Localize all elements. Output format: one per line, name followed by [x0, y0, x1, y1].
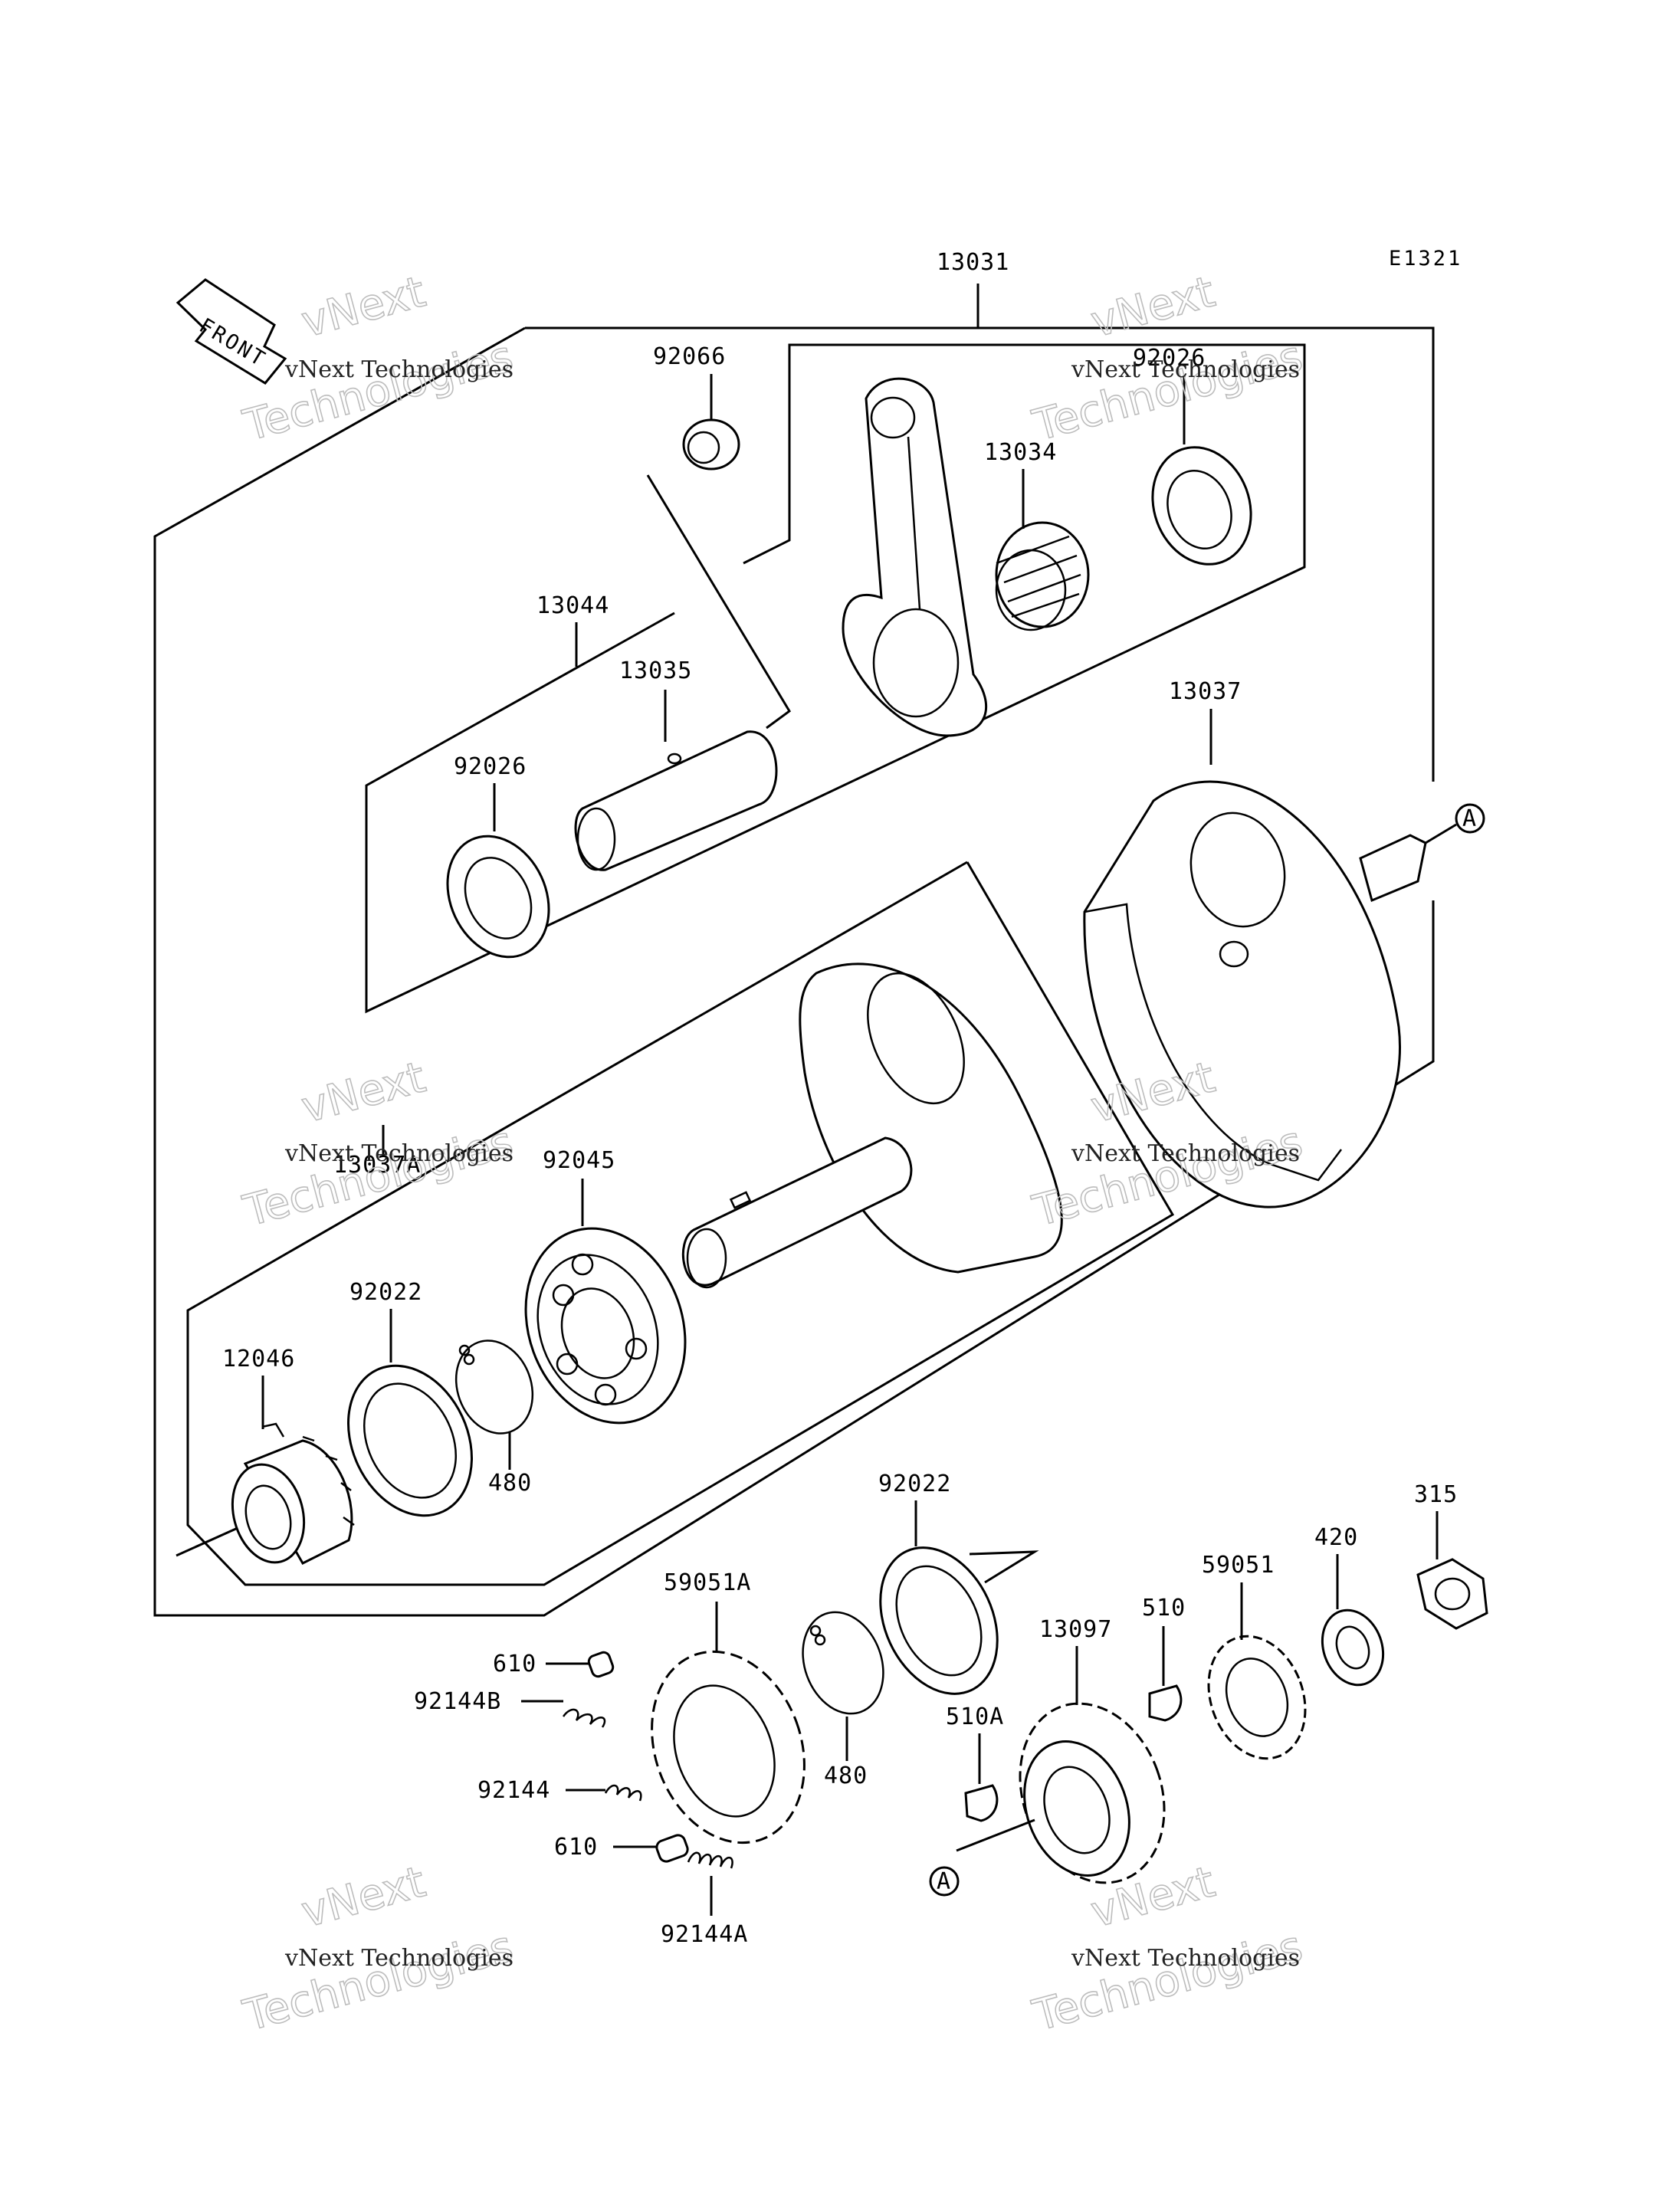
- label-92026-left: 92026: [454, 753, 527, 780]
- outline-13031: [153, 284, 1435, 1617]
- label-13034: 13034: [984, 439, 1057, 466]
- label-610-a: 610: [493, 1651, 536, 1677]
- label-92022-a: 92022: [349, 1279, 422, 1306]
- label-92022-b: 92022: [878, 1471, 951, 1497]
- svg-text:A: A: [937, 1868, 951, 1895]
- part-labels: 13031 92066 92026 13034 13044 13035 9202…: [222, 249, 1458, 1948]
- leader-lines: [261, 374, 1439, 1916]
- part-92066-bushing: [682, 418, 740, 471]
- svg-text:Technologies: Technologies: [238, 1117, 518, 1237]
- label-510A: 510A: [946, 1703, 1004, 1730]
- label-13037: 13037: [1169, 678, 1242, 705]
- part-13097-gear: [1019, 1702, 1166, 1884]
- part-connecting-rod: [842, 377, 988, 737]
- part-59051A-gear: [651, 1650, 806, 1844]
- part-315-nut: [1416, 1558, 1488, 1630]
- part-610-pin-a: [587, 1651, 615, 1678]
- part-92144B-spring: [562, 1708, 606, 1728]
- label-13044: 13044: [536, 592, 609, 619]
- label-12046: 12046: [222, 1346, 295, 1372]
- watermark-top-right: vNext Technologies vNext Technologies: [1027, 267, 1308, 452]
- watermark-mid-left: vNext Technologies vNext Technologies: [238, 1052, 519, 1238]
- ref-mark-a-bottom: A: [929, 1818, 1035, 1897]
- part-12046-sprocket: [231, 1422, 355, 1565]
- part-92144-spring: [604, 1784, 642, 1802]
- ref-mark-a-top: A: [1425, 803, 1485, 844]
- part-13037A-crank-web-left: [681, 962, 1063, 1289]
- svg-text:Technologies: Technologies: [238, 332, 518, 451]
- part-13037-crank-web-right: [1083, 780, 1427, 1208]
- outline-13044: [365, 343, 1306, 1014]
- svg-text:vNext Technologies: vNext Technologies: [1071, 1140, 1300, 1167]
- part-510-key: [1148, 1684, 1183, 1722]
- label-420: 420: [1314, 1524, 1358, 1551]
- label-92045: 92045: [543, 1147, 615, 1174]
- svg-text:vNext Technologies: vNext Technologies: [284, 1140, 514, 1167]
- part-13034-needle-bearing: [995, 521, 1090, 631]
- part-610-pin-b: [655, 1834, 689, 1863]
- label-13037A: 13037A: [333, 1152, 421, 1179]
- front-arrow-icon: FRONT: [176, 278, 287, 385]
- part-13035-crank-pin: [574, 730, 778, 871]
- svg-text:vNext: vNext: [1086, 267, 1220, 347]
- part-92045-ball-bearing: [524, 1227, 687, 1425]
- label-92144: 92144: [477, 1777, 550, 1804]
- svg-text:vNext Technologies: vNext Technologies: [1071, 1945, 1300, 1972]
- label-13035: 13035: [619, 657, 692, 684]
- watermark-bottom-left: vNext Technologies vNext Technologies: [238, 1857, 519, 2042]
- svg-text:vNext: vNext: [297, 1052, 431, 1133]
- svg-text:Technologies: Technologies: [1028, 1922, 1308, 2041]
- part-92026-washer-top: [1151, 446, 1252, 566]
- label-59051: 59051: [1202, 1552, 1275, 1579]
- label-13031: 13031: [937, 249, 1009, 276]
- part-510A-key: [964, 1784, 999, 1822]
- label-92066: 92066: [653, 343, 726, 370]
- svg-text:vNext Technologies: vNext Technologies: [1071, 356, 1300, 383]
- label-315: 315: [1414, 1481, 1458, 1508]
- label-480-a: 480: [488, 1470, 532, 1497]
- label-92026-top: 92026: [1133, 345, 1206, 372]
- svg-text:Technologies: Technologies: [238, 1922, 518, 2041]
- svg-text:vNext: vNext: [297, 267, 431, 347]
- label-480-b: 480: [824, 1763, 868, 1789]
- label-59051A: 59051A: [664, 1569, 751, 1596]
- part-92022-washer-b: [879, 1546, 1039, 1695]
- svg-text:vNext Technologies: vNext Technologies: [284, 1945, 514, 1972]
- label-13097: 13097: [1039, 1616, 1112, 1643]
- part-420-washer: [1321, 1608, 1385, 1687]
- label-92144B: 92144B: [414, 1688, 501, 1715]
- label-610-b: 610: [554, 1834, 598, 1861]
- svg-text:A: A: [1462, 805, 1477, 832]
- svg-text:vNext: vNext: [297, 1857, 431, 1937]
- watermark-bottom-right: vNext Technologies vNext Technologies: [1027, 1857, 1308, 2042]
- svg-text:vNext Technologies: vNext Technologies: [284, 356, 514, 383]
- part-92026-washer-left: [446, 835, 550, 959]
- part-92144A-spring: [687, 1851, 733, 1869]
- label-510: 510: [1142, 1595, 1186, 1622]
- part-92022-washer-a: [347, 1364, 473, 1517]
- diagram-code: E1321: [1389, 247, 1462, 271]
- part-59051-gear: [1207, 1635, 1307, 1760]
- label-92144A: 92144A: [661, 1921, 748, 1948]
- part-480-circlip-b: [802, 1611, 884, 1715]
